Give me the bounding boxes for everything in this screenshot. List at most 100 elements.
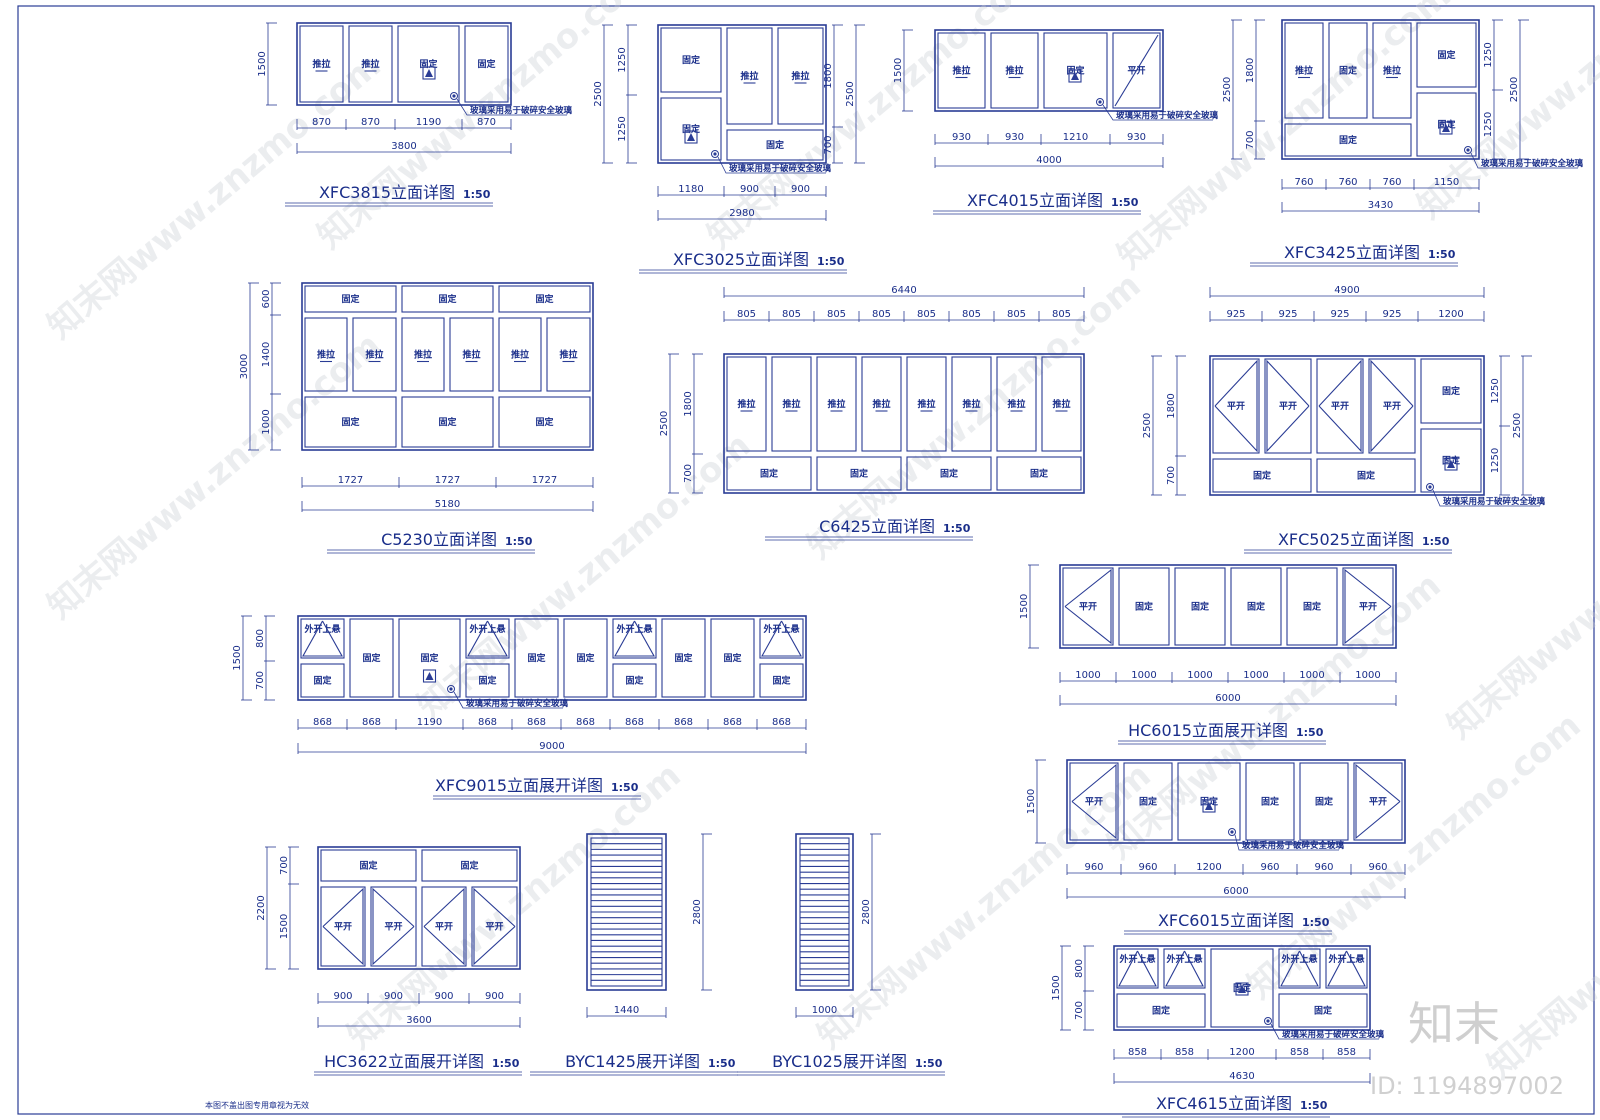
panel-label: 固定 (1152, 1005, 1171, 1017)
note-leader-line (1270, 1023, 1379, 1040)
sash-panel (1328, 22, 1368, 119)
sash-panel (1372, 22, 1412, 119)
dim-label: 1500 (1026, 789, 1037, 814)
dim-label: 800 (1074, 959, 1085, 978)
dim-label: 4630 (1229, 1071, 1254, 1082)
drawing-scale: 1:50 (463, 188, 491, 201)
note-leader-line (717, 156, 826, 174)
sash-panel (726, 129, 824, 161)
dim-label: 900 (384, 991, 403, 1002)
dim-label: 1800 (823, 63, 834, 88)
sash-panel (1069, 762, 1119, 841)
sash-panel (1342, 567, 1394, 646)
drawing-title: XFC3815立面详图 (319, 183, 455, 202)
sash-panel (759, 618, 804, 659)
dim-label: 900 (434, 991, 453, 1002)
dim-label: 900 (485, 991, 504, 1002)
sash-panel (1316, 358, 1364, 454)
sash-panel (710, 618, 755, 698)
dim-label: 1800 (1245, 58, 1256, 83)
panel-label: 固定 (313, 675, 332, 687)
drawing-title: XFC4015立面详图 (967, 191, 1103, 210)
sash-panel (612, 618, 657, 659)
sash-panel (401, 396, 494, 448)
sash-panel (1043, 32, 1108, 109)
window-frame (657, 24, 827, 164)
sash-panel (726, 27, 773, 125)
panel-label: 固定 (682, 123, 701, 135)
panel-label: 固定 (478, 675, 497, 687)
panel-label: 固定 (1139, 796, 1158, 808)
sash-panel (777, 27, 824, 125)
panel-label: 固定 (850, 468, 869, 480)
window-frame (301, 282, 594, 451)
sash-panel (661, 618, 706, 698)
sash-panel (449, 317, 494, 392)
glass-note: 玻璃采用易于破碎安全玻璃 (1282, 1029, 1385, 1040)
panel-label: 固定 (1135, 601, 1154, 613)
panel-label: 固定 (341, 293, 360, 305)
panel-label: 固定 (772, 675, 791, 687)
note-leader-line (456, 98, 567, 116)
dim-label: 1180 (678, 184, 703, 195)
dim-label: 925 (1330, 309, 1349, 320)
logo: 知末 (1408, 997, 1500, 1051)
note-leader-dot (449, 687, 453, 691)
drawing-xfc6015: 平开固定固定固定固定平开玻璃采用易于破碎安全玻璃9609601200960960… (1026, 759, 1406, 935)
panel-label: 推拉 (827, 398, 845, 410)
sash-panel (906, 456, 992, 491)
panel-label: 推拉 (559, 349, 577, 361)
drawing-title: HC6015立面展开详图 (1128, 721, 1288, 740)
dim-label: 1190 (417, 717, 442, 728)
dim-label: 1000 (1299, 670, 1324, 681)
panel-label: 外开上悬 (1118, 953, 1155, 965)
dim-label: 1500 (279, 914, 290, 939)
dim-label: 805 (827, 309, 846, 320)
top-hung-mark (614, 620, 655, 657)
panel-label: 固定 (760, 468, 779, 480)
dim-label: 870 (477, 117, 496, 128)
sash-panel (1210, 948, 1274, 1028)
dim-label: 6440 (891, 285, 916, 296)
sash-panel (514, 618, 559, 698)
safety-glass-box (684, 130, 698, 144)
safety-glass-box (1439, 121, 1453, 135)
sash-panel (498, 285, 591, 313)
sash-panel (348, 25, 393, 103)
panel-label: 固定 (1303, 601, 1322, 613)
drawing-scale: 1:50 (817, 255, 845, 268)
sash-panel (349, 618, 394, 698)
sash-panel (1325, 948, 1368, 989)
panel-label: 平开 (1331, 401, 1349, 412)
sash-panel (906, 356, 947, 452)
dim-label: 1800 (683, 391, 694, 416)
dim-label: 900 (791, 184, 810, 195)
panel-label: 平开 (1085, 797, 1103, 808)
dim-label: 960 (1368, 862, 1387, 873)
sash-panel (1278, 948, 1321, 989)
dim-label: 1250 (1490, 378, 1501, 403)
drawing-scale: 1:50 (611, 781, 639, 794)
panel-label: 平开 (1227, 401, 1245, 412)
drawing-scale: 1:50 (1422, 535, 1450, 548)
glass-note: 玻璃采用易于破碎安全玻璃 (470, 105, 573, 116)
sash-panel (401, 285, 494, 313)
window-frame (317, 846, 521, 970)
dim-label: 2500 (593, 81, 604, 106)
glass-note: 玻璃采用易于破碎安全玻璃 (1443, 496, 1546, 507)
dim-label: 700 (823, 135, 834, 154)
panel-label: 固定 (1314, 1005, 1333, 1017)
window-frame (723, 353, 1085, 494)
panel-label: 平开 (485, 922, 503, 933)
sash-panel (1420, 358, 1482, 424)
dim-label: 1800 (1166, 393, 1177, 418)
drawing-xfc3425: 推拉固定推拉固定固定固定玻璃采用易于破碎安全玻璃7607607601150343… (1222, 19, 1584, 267)
dim-label: 1250 (1490, 448, 1501, 473)
window-frame (1209, 355, 1485, 496)
dim-label: 868 (313, 717, 332, 728)
panel-label: 固定 (419, 58, 438, 70)
dim-label: 700 (1166, 466, 1177, 485)
dim-label: 1000 (1187, 670, 1212, 681)
